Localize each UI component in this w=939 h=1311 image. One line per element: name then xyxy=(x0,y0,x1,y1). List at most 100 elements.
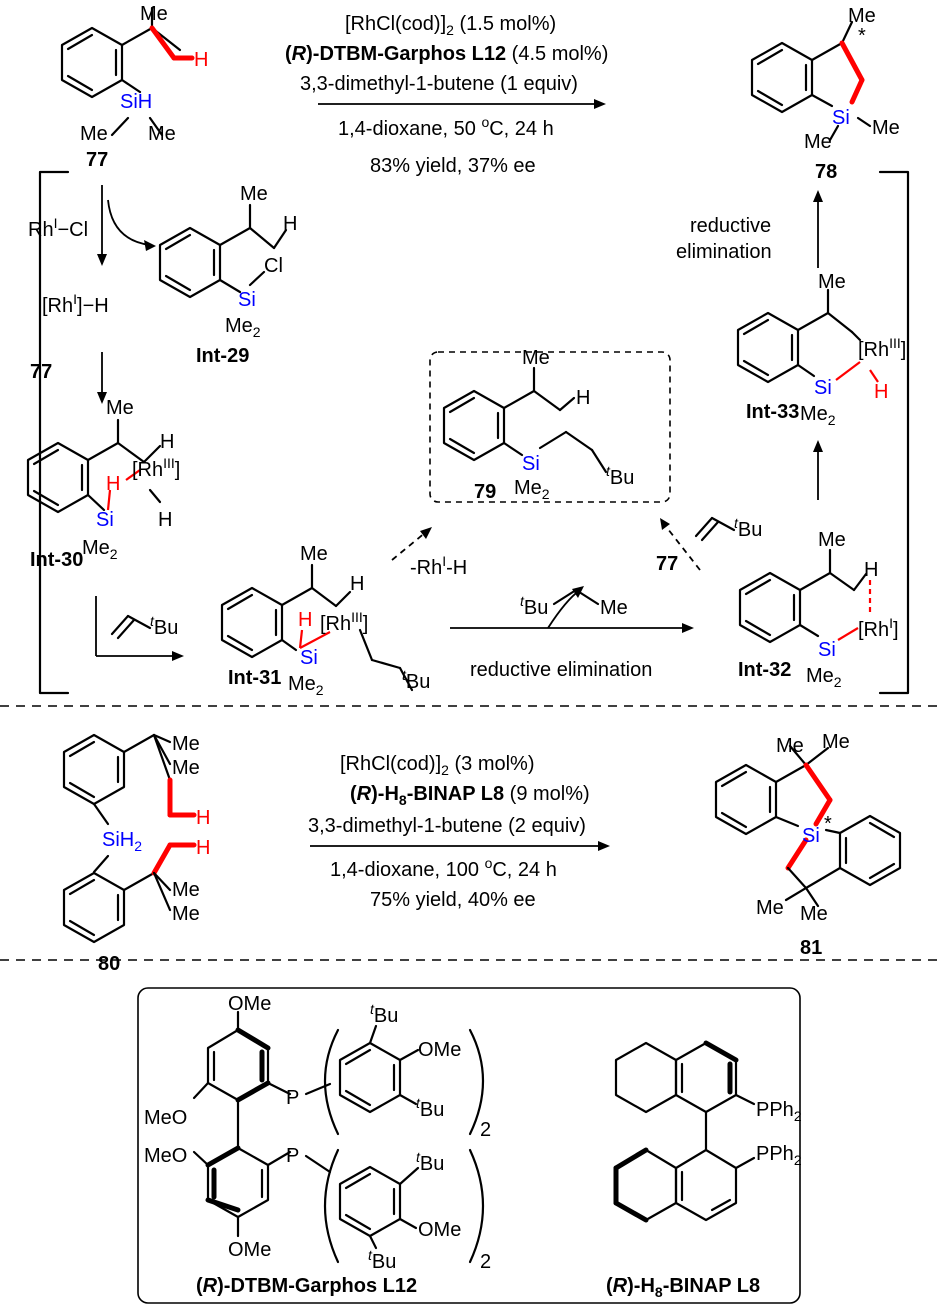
arrowhead xyxy=(813,440,823,452)
atom-me2: Me2 xyxy=(806,665,842,690)
alkene-bond xyxy=(710,516,736,532)
compound-81-structure xyxy=(714,744,902,908)
tbu-label: tBu xyxy=(416,1095,444,1121)
compound-77-label: 77 xyxy=(86,149,108,171)
atom-me: Me xyxy=(818,271,846,293)
atom-h: H xyxy=(283,213,297,235)
int-31-structure xyxy=(220,563,414,692)
mid-ligand: (R)-H8-BINAP L8 (9 mol%) xyxy=(350,783,590,808)
int-30-structure xyxy=(26,418,162,514)
stereo-asterisk: * xyxy=(858,25,866,47)
atom-h: H xyxy=(194,49,208,71)
dashed-arrow-to-79 xyxy=(391,531,427,561)
atom-ome: OMe xyxy=(228,1239,271,1261)
tbu-label: tBu xyxy=(734,515,762,541)
atom-h: H xyxy=(196,807,210,829)
top-additive: 3,3-dimethyl-1-butene (1 equiv) xyxy=(300,73,578,95)
garphos-label: (R)-DTBM-Garphos L12 xyxy=(196,1275,417,1297)
atom-sih2: SiH2 xyxy=(102,829,142,854)
atom-meo: MeO xyxy=(144,1145,187,1167)
compound-77-structure xyxy=(60,6,195,137)
rh-h-label: [RhI]−H xyxy=(42,291,109,317)
int-33-label: Int-33 xyxy=(746,401,799,423)
compound-81-label: 81 xyxy=(800,937,822,959)
product-79-box xyxy=(429,351,671,503)
h8-binap-structure xyxy=(613,1040,756,1223)
tbu-label: tBu xyxy=(606,463,634,489)
atom-me: Me xyxy=(848,5,876,27)
atom-me: Me xyxy=(804,131,832,153)
atom-h: H xyxy=(864,559,878,581)
atom-ome: OMe xyxy=(418,1039,461,1061)
alkene-bond xyxy=(110,614,130,636)
atom-h: H xyxy=(874,381,888,403)
atom-si: Si xyxy=(802,825,820,847)
minus-rh-h: -RhI-H xyxy=(410,553,467,579)
arrowhead xyxy=(420,527,432,539)
subscript-2: 2 xyxy=(480,1119,491,1141)
elimination-label: elimination xyxy=(676,241,772,263)
atom-me2: Me2 xyxy=(288,673,324,698)
compound-80-structure xyxy=(62,733,197,944)
atom-h: H xyxy=(576,387,590,409)
rh-iii: [RhIII] xyxy=(858,335,906,361)
alkene-bond xyxy=(694,516,714,538)
reductive-label: reductive xyxy=(690,215,771,237)
compound-78-label: 78 xyxy=(815,161,837,183)
atom-h: H xyxy=(298,609,312,631)
atom-si: Si xyxy=(300,647,318,669)
atom-me: Me xyxy=(522,347,550,369)
arrowhead xyxy=(813,190,823,202)
tbu-label: tBu xyxy=(370,1001,398,1027)
atom-h: H xyxy=(196,837,210,859)
atom-h: H xyxy=(350,573,364,595)
arrowhead xyxy=(598,841,610,851)
arrowhead xyxy=(144,240,156,251)
arrowhead xyxy=(660,518,670,530)
tbu-label: tBu xyxy=(368,1247,396,1273)
atom-me2: Me2 xyxy=(800,403,836,428)
atom-me2: Me2 xyxy=(514,477,550,502)
compound-77-ref: 77 xyxy=(656,553,678,575)
rh-iii: [RhIII] xyxy=(132,455,180,481)
compound-77-ref: 77 xyxy=(30,361,52,383)
int-29-structure xyxy=(158,203,288,299)
compound-79-label: 79 xyxy=(474,481,496,503)
atom-si: Si xyxy=(814,377,832,399)
atom-h: H xyxy=(106,473,120,495)
atom-me: Me xyxy=(800,903,828,925)
atom-pph2: PPh2 xyxy=(756,1143,802,1168)
atom-h: H xyxy=(158,509,172,531)
alkene-bond xyxy=(700,520,720,542)
tbu-label: tBu xyxy=(520,593,548,619)
rh-i: [RhI] xyxy=(858,615,899,641)
garphos-structure xyxy=(192,1010,484,1264)
arrowhead xyxy=(682,623,694,633)
int-32-label: Int-32 xyxy=(738,659,791,681)
atom-me: Me xyxy=(872,117,900,139)
atom-meo: MeO xyxy=(144,1107,187,1129)
compound-80-label: 80 xyxy=(98,953,120,975)
ethyl-bond xyxy=(574,588,600,606)
mid-result: 75% yield, 40% ee xyxy=(370,889,536,911)
atom-me: Me xyxy=(80,123,108,145)
curved-arrow-tbu-me xyxy=(547,589,581,629)
atom-me: Me xyxy=(172,757,200,779)
dashed-arrow-to-79-right xyxy=(663,523,701,571)
atom-sih: SiH xyxy=(120,91,152,113)
arrowhead xyxy=(97,254,107,266)
atom-me: Me xyxy=(172,879,200,901)
int-29-label: Int-29 xyxy=(196,345,249,367)
ethyl-bond xyxy=(552,588,578,606)
ligand-box xyxy=(137,987,801,1304)
curved-arrow xyxy=(107,199,151,246)
atom-me: Me xyxy=(600,597,628,619)
int-33-structure xyxy=(736,288,879,384)
atom-si: Si xyxy=(96,509,114,531)
mid-reagents: [RhCl(cod)]2 (3 mol%) xyxy=(340,753,535,778)
atom-me: Me xyxy=(148,123,176,145)
atom-me2: Me2 xyxy=(82,537,118,562)
mid-additive: 3,3-dimethyl-1-butene (2 equiv) xyxy=(308,815,586,837)
atom-si: Si xyxy=(522,453,540,475)
rh-iii: [RhIII] xyxy=(320,609,368,635)
